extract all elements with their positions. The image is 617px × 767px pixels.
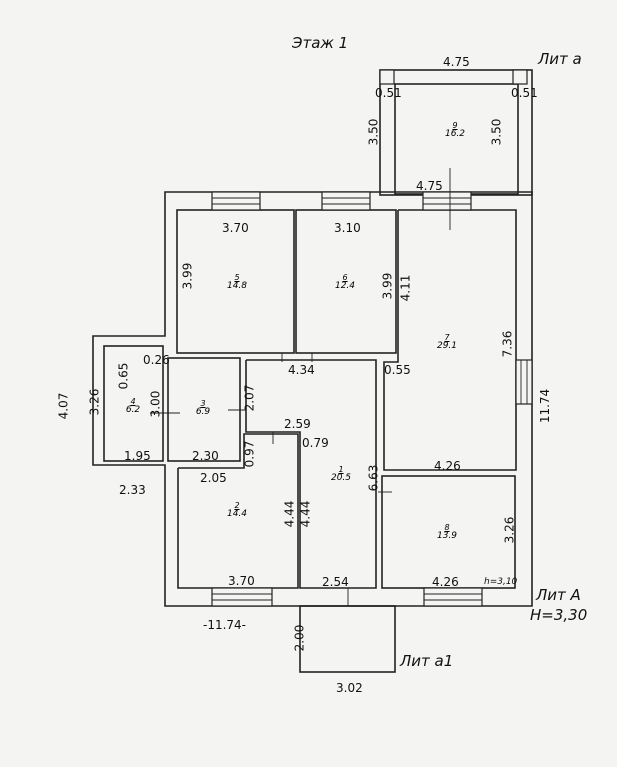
window-room-7-east [515, 359, 533, 405]
room-area: 29.1 [436, 341, 458, 352]
room-area: 14.4 [226, 509, 248, 520]
dim-label: 6.63 [366, 464, 381, 492]
dim-label: 0.65 [116, 362, 131, 390]
window-room-5 [211, 191, 261, 211]
room-number: 6 [342, 273, 348, 282]
room-1-label: 1 20.5 [326, 465, 356, 484]
room-number: 8 [444, 523, 450, 532]
room-6-label: 6 12.4 [330, 273, 360, 292]
dim-label: -11.74- [203, 618, 247, 632]
room-number: 4 [130, 397, 136, 406]
floor-title: Этаж 1 [292, 34, 349, 52]
room-9-label: 9 16.2 [440, 121, 470, 140]
dim-label: 3.50 [489, 118, 504, 146]
dim-label: 4.07 [56, 392, 71, 420]
room-2-label: 2 14.4 [222, 501, 252, 520]
room-4-walls [103, 345, 164, 462]
dim-label: 3.99 [380, 272, 395, 300]
room-area: 16.2 [444, 129, 466, 140]
room-4-label: 4 6.2 [118, 397, 148, 416]
dim-label: 3.10 [334, 221, 361, 235]
label-height-main: Н=3,30 [530, 606, 588, 624]
dim-label: 4.34 [288, 363, 315, 377]
room-7-walls [383, 209, 517, 471]
room-number: 3 [200, 399, 206, 408]
dim-label: 1.95 [124, 449, 151, 463]
dim-label: 4.26 [432, 575, 459, 589]
dim-label: 0.26 [143, 353, 170, 367]
room-2-walls [177, 433, 299, 589]
label-lit-a1: Лит а1 [400, 652, 454, 670]
dim-label: 0.79 [302, 436, 329, 450]
dim-label: 3.70 [228, 574, 255, 588]
room-area: 14.8 [226, 281, 248, 292]
porch-lit-a1 [299, 605, 396, 673]
dim-label: 0.55 [384, 363, 411, 377]
dim-label: 3.02 [336, 681, 363, 695]
dim-label: 4.26 [434, 459, 461, 473]
dim-label: 3.26 [502, 516, 517, 544]
room-3-walls [167, 357, 241, 462]
dim-label: 0.51 [375, 86, 402, 100]
dim-label: 4.44 [282, 500, 297, 528]
dim-label: 0.97 [242, 440, 257, 468]
outer-wall [92, 191, 533, 607]
window-room-8 [423, 587, 483, 607]
room-area: 20.5 [330, 473, 352, 484]
dim-label: 3.99 [180, 262, 195, 290]
dim-label: 4.44 [298, 500, 313, 528]
dim-label: 2.05 [200, 471, 227, 485]
dim-label: 2.59 [284, 417, 311, 431]
dim-label: 3.26 [87, 388, 102, 416]
dim-label: 2.30 [192, 449, 219, 463]
dim-label: 2.00 [292, 624, 307, 652]
room-area: 12.4 [334, 281, 356, 292]
room-3-label: 3 6.9 [188, 399, 218, 418]
dim-label: 11.74 [538, 388, 553, 424]
room-number: 2 [234, 501, 240, 510]
window-room-7 [422, 191, 472, 211]
room-number: 9 [452, 121, 458, 130]
dim-label: 2.33 [119, 483, 146, 497]
annex-corner-left [379, 69, 395, 85]
label-height-room: h=3,10 [484, 577, 518, 587]
room-area: 6.2 [125, 405, 141, 416]
room-5-label: 5 14.8 [222, 273, 252, 292]
room-number: 7 [444, 333, 450, 342]
dim-label: 4.75 [443, 55, 470, 69]
room-area: 6.9 [195, 407, 211, 418]
dim-label: 2.54 [322, 575, 349, 589]
dim-label: 3.70 [222, 221, 249, 235]
window-room-6 [321, 191, 371, 211]
dim-label: 2.07 [242, 384, 257, 412]
dim-label: 0.51 [511, 86, 538, 100]
window-room-2 [211, 587, 273, 607]
dim-label: 3.50 [366, 118, 381, 146]
room-1-walls [245, 359, 377, 589]
dim-label: 7.36 [500, 330, 515, 358]
dim-label: 4.75 [416, 179, 443, 193]
dim-label: 3.00 [148, 390, 163, 418]
label-lit-a-big: Лит А [536, 586, 581, 604]
annex-corner-right [512, 69, 528, 85]
dim-label: 4.11 [398, 274, 413, 302]
room-number: 5 [234, 273, 240, 282]
label-lit-a-small: Лит а [538, 50, 582, 68]
room-7-label: 7 29.1 [432, 333, 462, 352]
room-8-label: 8 13.9 [432, 523, 462, 542]
room-area: 13.9 [436, 531, 458, 542]
room-number: 1 [338, 465, 344, 474]
